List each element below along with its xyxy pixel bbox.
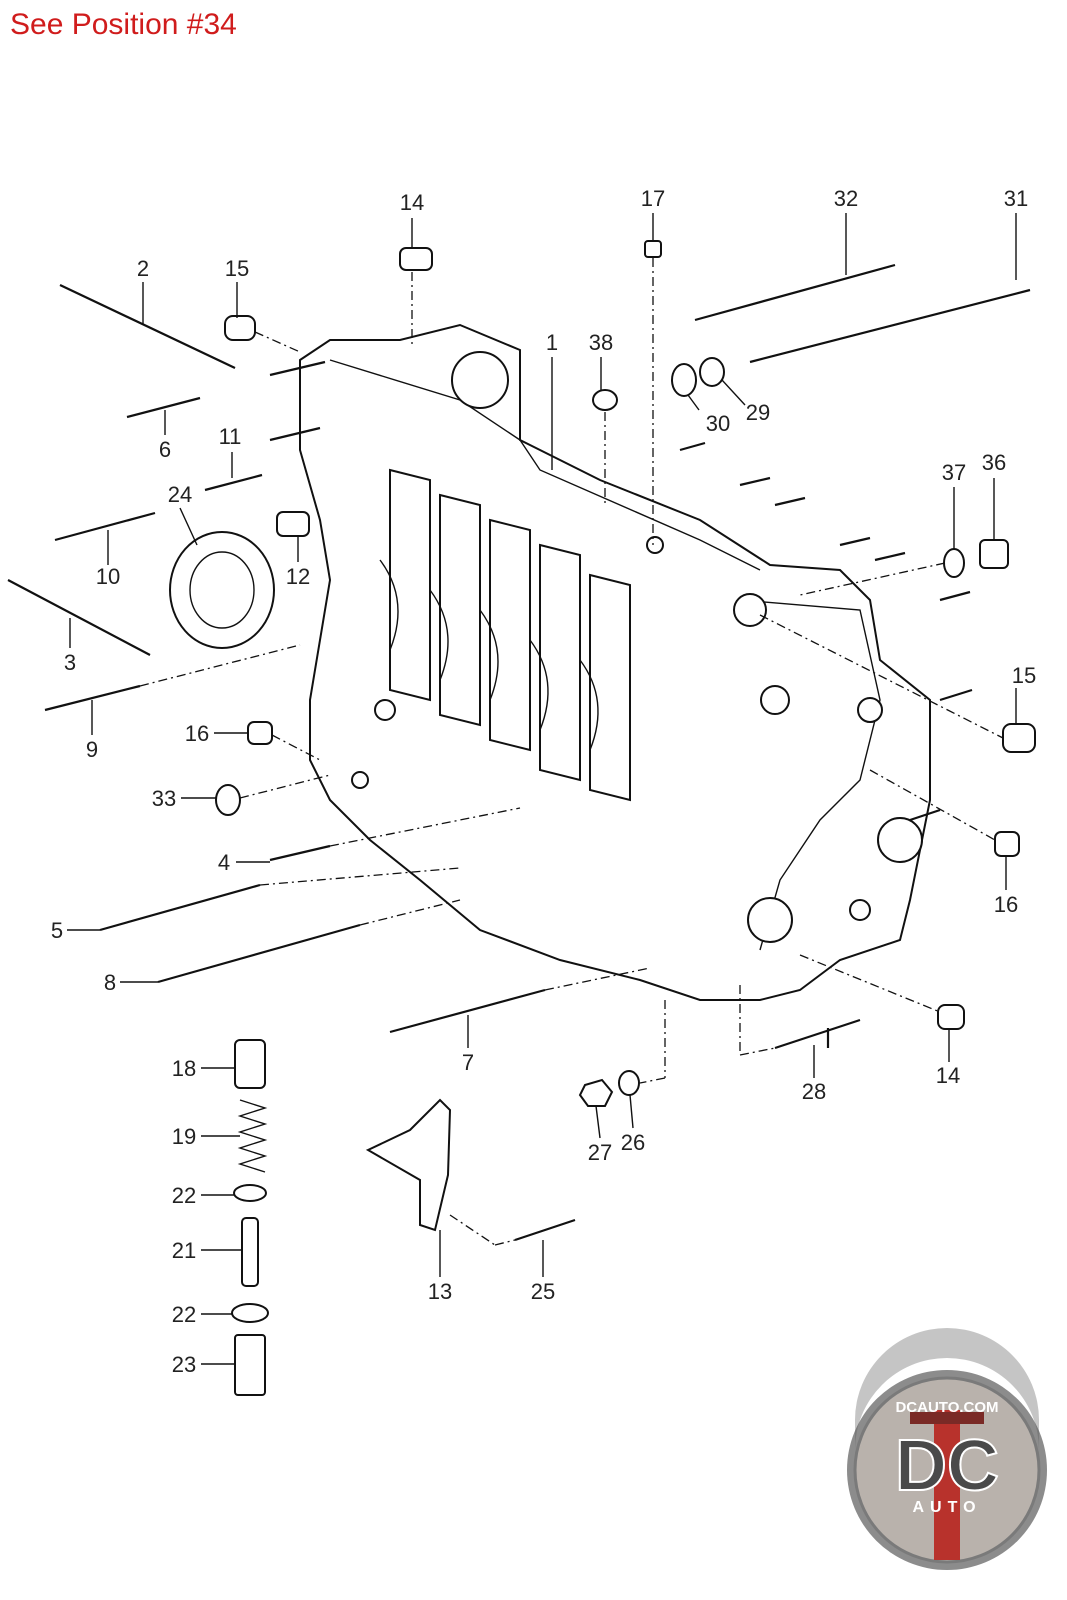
callout-13: 13 — [428, 1279, 452, 1304]
callout-4: 4 — [218, 850, 230, 875]
callout-27: 27 — [588, 1140, 612, 1165]
plug-15-top — [224, 315, 256, 341]
callout-6: 6 — [159, 437, 171, 462]
seal-24 — [169, 531, 275, 649]
callout-18: 18 — [172, 1056, 196, 1081]
dowel-17 — [644, 240, 662, 258]
plug-15-right — [1002, 723, 1036, 753]
callout-37: 37 — [942, 460, 966, 485]
callout-28: 28 — [802, 1079, 826, 1104]
callout-5: 5 — [51, 918, 63, 943]
plug-29 — [699, 357, 725, 387]
through-bolts — [7, 263, 1031, 1242]
callout-7: 7 — [462, 1050, 474, 1075]
logo-sub: AUTO — [912, 1499, 981, 1516]
callout-29: 29 — [746, 400, 770, 425]
callout-14-top: 14 — [400, 190, 424, 215]
plug-14-bottom — [937, 1004, 965, 1030]
washer-37 — [943, 548, 965, 578]
leader-lines — [67, 213, 1017, 1365]
dcauto-logo: DCAUTO.COM DC AUTO — [847, 1328, 1047, 1570]
callout-32: 32 — [834, 186, 858, 211]
callout-22-upper: 22 — [172, 1183, 196, 1208]
callout-30: 30 — [706, 411, 730, 436]
callout-15-right: 15 — [1012, 663, 1036, 688]
callout-31: 31 — [1004, 186, 1028, 211]
callout-19: 19 — [172, 1124, 196, 1149]
callout-14-bottom: 14 — [936, 1063, 960, 1088]
callout-12: 12 — [286, 564, 310, 589]
washer-26 — [618, 1070, 640, 1096]
plug-36 — [979, 539, 1009, 569]
callout-15-top: 15 — [225, 256, 249, 281]
seal-ring-33 — [215, 784, 241, 816]
callout-10: 10 — [96, 564, 120, 589]
callout-16-left: 16 — [185, 721, 209, 746]
bracket-13 — [365, 1098, 452, 1232]
guide-lines — [139, 258, 1004, 1246]
callout-24: 24 — [168, 482, 192, 507]
callout-3: 3 — [64, 650, 76, 675]
nut-27 — [578, 1078, 614, 1107]
logo-mark: DC — [895, 1426, 999, 1506]
plug-14-top — [399, 247, 433, 271]
bearing-webs — [379, 468, 631, 802]
crankcase-body — [299, 323, 931, 1001]
callout-8: 8 — [104, 970, 116, 995]
callout-9: 9 — [86, 737, 98, 762]
position-note: See Position #34 — [10, 8, 237, 41]
callout-33: 33 — [152, 786, 176, 811]
sleeve-12 — [276, 511, 310, 537]
plug-16-right — [994, 831, 1020, 857]
plug-16-left — [247, 721, 273, 745]
seal-ring-30 — [671, 363, 697, 397]
plug-38 — [592, 389, 618, 411]
callout-17: 17 — [641, 186, 665, 211]
callout-26: 26 — [621, 1130, 645, 1155]
callout-22-lower: 22 — [172, 1302, 196, 1327]
callout-38: 38 — [589, 330, 613, 355]
callout-36: 36 — [982, 450, 1006, 475]
callout-25: 25 — [531, 1279, 555, 1304]
callout-1: 1 — [546, 330, 558, 355]
callout-11: 11 — [219, 424, 242, 449]
small-parts — [169, 240, 1036, 1396]
pressure-relief-valve — [231, 1039, 269, 1396]
callout-2: 2 — [137, 256, 149, 281]
callout-21: 21 — [172, 1238, 196, 1263]
callout-16-right: 16 — [994, 892, 1018, 917]
logo-site-text: DCAUTO.COM — [895, 1399, 998, 1416]
callout-23: 23 — [172, 1352, 196, 1377]
callout-labels: 1 2 3 4 5 6 7 8 9 10 11 12 13 14 14 15 1… — [51, 186, 1036, 1377]
